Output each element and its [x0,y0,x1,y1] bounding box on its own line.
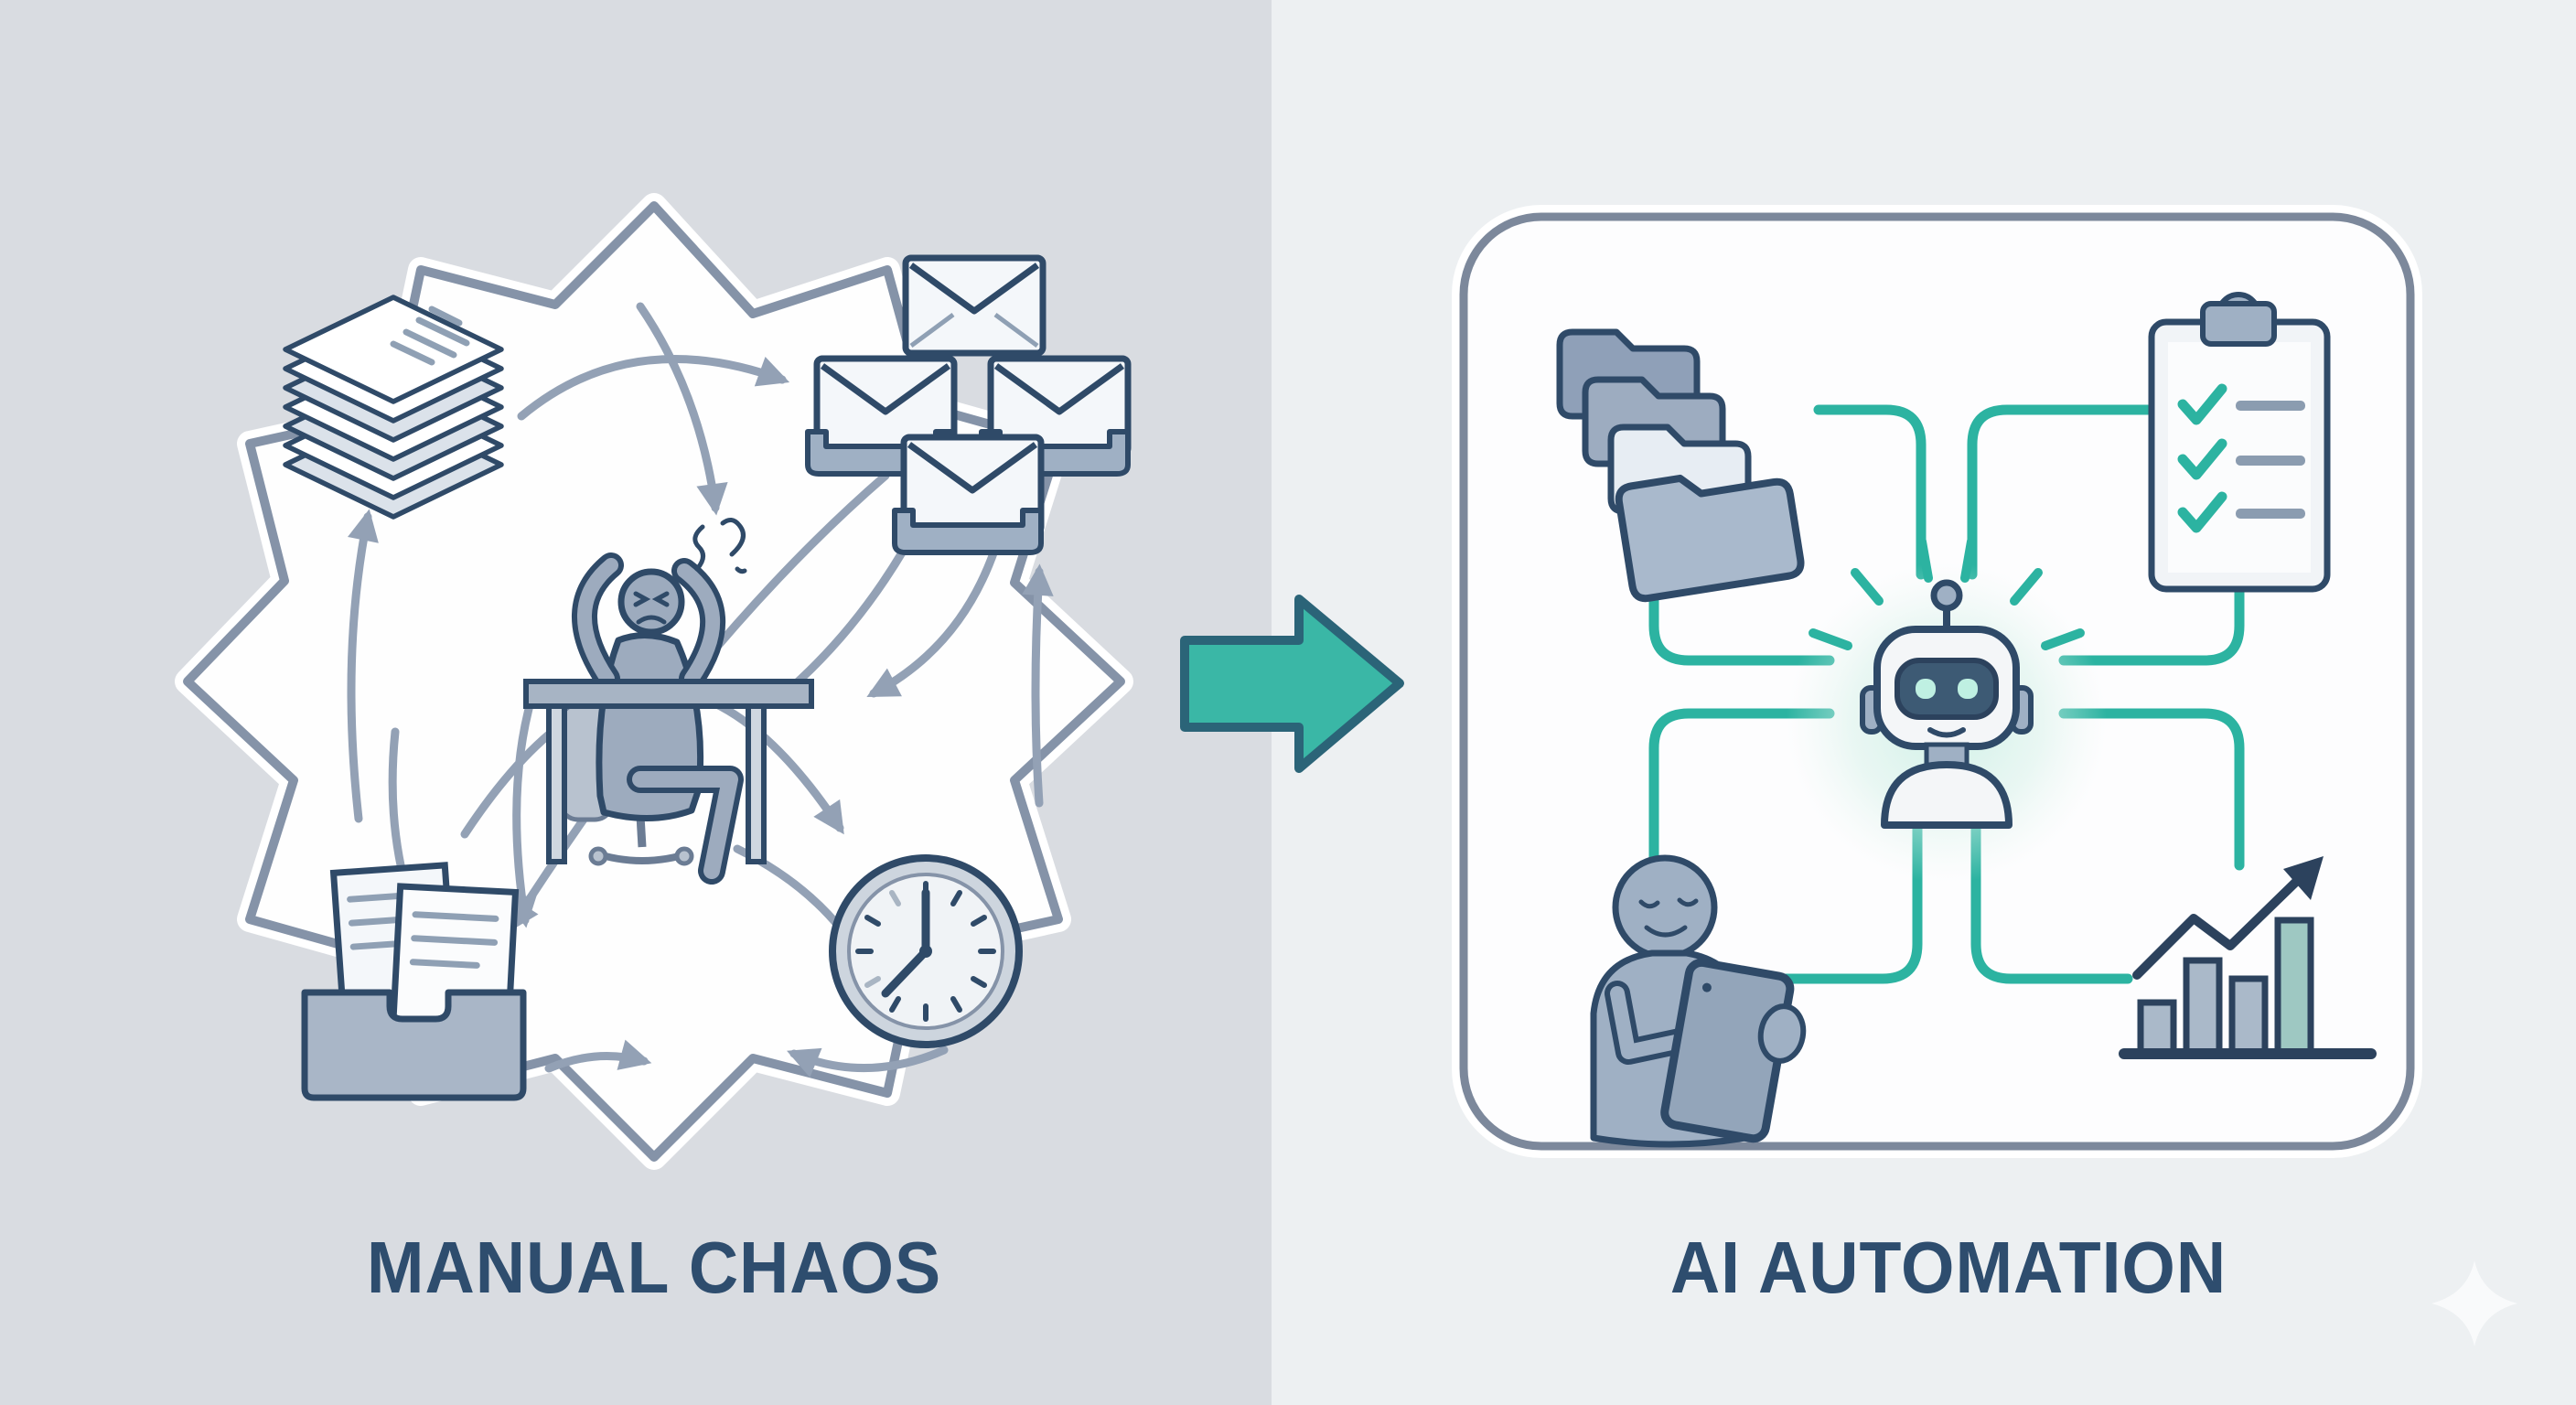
document-tray-icon [301,862,527,1101]
chart-bar-3 [2228,975,2269,1057]
chaos-arrow [1022,563,1054,808]
checklist-icon [2148,292,2331,593]
left-panel-title: MANUAL CHAOS [366,1227,942,1308]
worker-legs-fill [632,771,738,879]
envelope [892,434,1045,555]
sparkle-icon [2431,1260,2517,1346]
paper-stack-icon [283,295,504,520]
growth-chart-icon [2119,856,2377,1059]
envelope [805,355,958,477]
stress-squiggles [692,518,747,574]
envelope [902,254,1046,357]
folder-stack-icon [1556,328,1805,603]
tablet-user-icon [1590,854,1807,1148]
worker-head [617,568,685,636]
robot-body [1881,761,2012,829]
robot-smile [1927,727,1966,738]
chart-trend-arrowhead [2283,856,2324,900]
automation-connectors [1648,404,2245,984]
manual-chaos-group [175,193,1133,1170]
desk [523,679,814,864]
chaos-arrow [636,302,728,516]
right-panel-title: AI AUTOMATION [1669,1227,2227,1308]
chaos-arrow [544,1039,652,1073]
robot-eye-left [1916,679,1936,699]
chaos-arrow [505,691,538,928]
chart-bar-1 [2137,999,2177,1057]
robot-icon [1787,537,2107,883]
user-face [1638,897,1699,938]
chaos-arrow [787,1046,949,1078]
worker-arm-right-fill [677,563,721,686]
chaos-arrow [347,509,379,823]
chart-bar-4 [2274,917,2314,1057]
robot-antenna [1930,579,1963,612]
robot-visor [1894,658,1999,720]
ai-automation-group [1452,205,2422,1158]
checklist-rows [2177,383,2305,533]
robot-rays [1809,537,2085,650]
user-head [1612,854,1718,960]
stressed-worker-icon [523,518,814,885]
clock-hands [881,888,930,998]
chart-trend-line [2132,875,2302,980]
user-arm-fill [1610,986,1696,1059]
worker-face [633,591,670,625]
robot-eye-right [1958,679,1978,699]
chaos-arrow [517,355,790,421]
worker-arm-left-fill [577,558,618,686]
clock-icon [829,854,1023,1048]
envelope-pile-icon [805,254,1132,555]
user-hand [1757,1003,1807,1064]
transition-arrow [1180,595,1404,773]
chart-bar-2 [2183,957,2223,1057]
